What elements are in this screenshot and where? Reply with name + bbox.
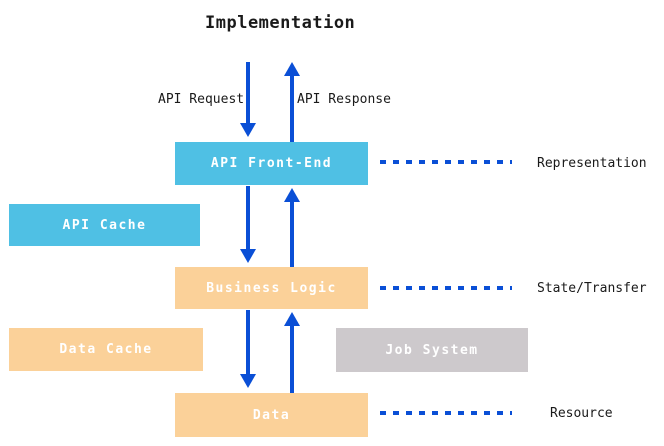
api-cache-label: API Cache <box>62 217 147 233</box>
api-response-arrow-icon <box>284 62 300 142</box>
state-transfer-label: State/Transfer <box>537 281 647 296</box>
resource-dashed-connector <box>380 411 512 415</box>
job-system-label: Job System <box>385 342 479 358</box>
business-logic-label: Business Logic <box>206 280 337 296</box>
logic-to-data-arrow-icon <box>240 310 256 388</box>
api-request-arrow-icon <box>240 62 256 137</box>
data-label: Data <box>252 407 291 423</box>
data-cache-label: Data Cache <box>59 342 153 357</box>
state-transfer-dashed-connector <box>380 286 512 290</box>
api-cache-box: API Cache <box>9 204 200 246</box>
representation-label: Representation <box>537 156 647 171</box>
data-cache-box: Data Cache <box>9 328 203 371</box>
data-to-logic-arrow-icon <box>284 312 300 393</box>
job-system-box: Job System <box>336 328 528 372</box>
diagram-title: Implementation <box>205 13 356 33</box>
business-logic-box: Business Logic <box>175 267 368 309</box>
api-front-end-label: API Front-End <box>210 156 333 171</box>
logic-to-front-end-arrow-icon <box>284 188 300 267</box>
front-end-to-logic-arrow-icon <box>240 186 256 263</box>
data-box: Data <box>175 393 368 437</box>
resource-label: Resource <box>550 406 613 421</box>
api-request-label: API Request <box>158 92 245 107</box>
api-front-end-box: API Front-End <box>175 142 368 185</box>
representation-dashed-connector <box>380 160 512 164</box>
api-response-label: API Response <box>297 92 391 107</box>
